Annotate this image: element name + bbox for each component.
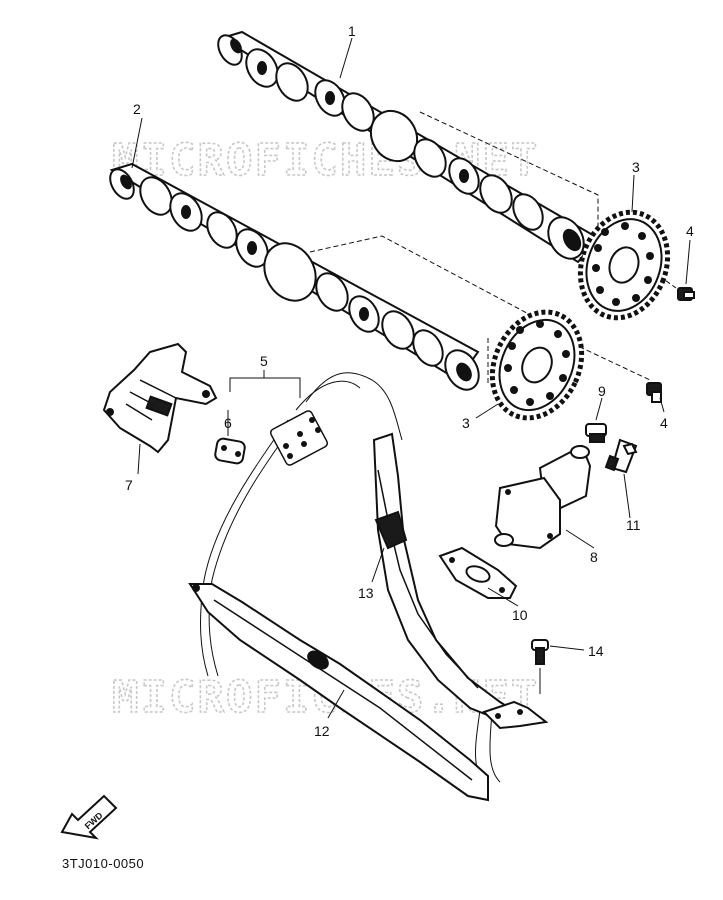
callout-3-upper: 3 <box>632 159 640 175</box>
callout-4-upper: 4 <box>686 223 694 239</box>
cam-chain-tensioner <box>494 444 592 550</box>
camshaft-2 <box>109 162 480 391</box>
callout-1: 1 <box>348 23 356 39</box>
callout-labels: 1 2 3 4 3 4 5 6 7 8 9 10 11 12 13 14 <box>125 23 694 739</box>
tensioner-bolts <box>604 438 638 474</box>
camshaft-1 <box>217 30 600 264</box>
cam-sprocket-upper <box>577 209 671 321</box>
callout-3-lower: 3 <box>462 415 470 431</box>
forward-direction-arrow: FWD <box>60 794 118 840</box>
callout-5: 5 <box>260 353 268 369</box>
callout-12: 12 <box>314 723 330 739</box>
sprocket-bolt-upper <box>677 287 695 301</box>
callout-14: 14 <box>588 643 604 659</box>
chain-tensioner-arm <box>188 583 489 802</box>
callout-11: 11 <box>626 517 641 533</box>
cam-chain <box>200 372 501 785</box>
callout-10: 10 <box>512 607 528 623</box>
diagram-code: 3TJ010-0050 <box>62 856 144 871</box>
callout-9: 9 <box>598 383 606 399</box>
tensioner-gasket <box>438 546 518 599</box>
guide-bolt <box>531 639 549 665</box>
callout-2: 2 <box>133 101 141 117</box>
chain-guide-bracket <box>102 342 218 454</box>
tensioner-cap-bolt <box>585 423 607 443</box>
leader-lines <box>131 37 691 719</box>
callout-6: 6 <box>224 415 232 431</box>
guide-pivot-bracket <box>482 700 549 730</box>
callout-8: 8 <box>590 549 598 565</box>
master-link <box>214 437 246 465</box>
callout-4-lower: 4 <box>660 415 668 431</box>
callout-13: 13 <box>358 585 374 601</box>
cam-sprocket-lower <box>489 309 585 421</box>
sprocket-bolt-lower <box>646 382 662 403</box>
callout-7: 7 <box>125 477 133 493</box>
